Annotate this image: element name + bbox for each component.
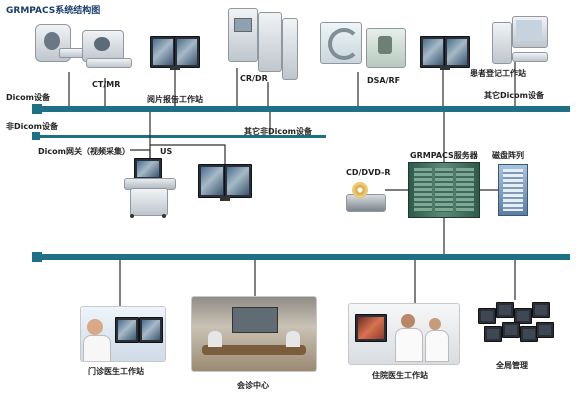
non-dicom-bus-endcap [32, 132, 40, 140]
other-non-dicom-label: 其它非Dicom设备 [244, 127, 312, 136]
mr-scanner-icon [82, 30, 132, 72]
dicom-gateway-label: Dicom网关（视频采集） [38, 147, 130, 156]
consult-photo [191, 296, 317, 372]
reading-ws-label: 阅片报告工作站 [147, 95, 203, 104]
inpatient-photo [348, 303, 460, 365]
diagram-title: GRMPACS系统结构图 [6, 6, 101, 16]
non-dicom-bus [36, 135, 326, 138]
outpatient-photo [80, 306, 166, 362]
consult-center-label: 会诊中心 [237, 381, 269, 390]
ultrasound-icon [122, 158, 182, 220]
us-label: US [160, 147, 173, 156]
dicom-bus-endcap [32, 104, 42, 114]
cd-dvd-icon [346, 180, 386, 214]
main-bus-endcap [32, 252, 42, 262]
outpatient-ws-label: 门诊医生工作站 [88, 367, 144, 376]
other-dicom-label: 其它Dicom设备 [484, 91, 544, 100]
device-links [68, 62, 516, 308]
dsa-icon [320, 22, 406, 74]
cr-dr-icon [228, 8, 298, 80]
reg-ws-label: 患者登记工作站 [470, 69, 526, 78]
gateway-workstation-icon [198, 164, 254, 204]
dicom-bus [36, 106, 570, 112]
disk-array-label: 磁盘阵列 [492, 151, 524, 160]
server-rack-icon [408, 162, 480, 218]
cr-dr-label: CR/DR [240, 74, 268, 83]
global-mgmt-monitors [478, 300, 554, 352]
inpatient-ws-label: 住院医生工作站 [372, 371, 428, 380]
registration-pc-icon [492, 16, 548, 64]
ct-mr-label: CT/MR [92, 80, 121, 89]
non-dicom-label: 非Dicom设备 [6, 122, 58, 131]
disk-array-icon [498, 164, 528, 216]
cd-dvd-label: CD/DVD-R [346, 168, 391, 177]
main-bus [36, 254, 570, 260]
global-mgmt-label: 全局管理 [496, 361, 528, 370]
server-label: GRMPACS服务器 [410, 151, 478, 160]
workstation-icon [150, 36, 200, 72]
dsa-rf-label: DSA/RF [367, 76, 401, 85]
ct-scanner-icon [35, 20, 87, 66]
dicom-devices-label: Dicom设备 [6, 93, 50, 102]
dsa-workstation-icon [420, 36, 470, 72]
